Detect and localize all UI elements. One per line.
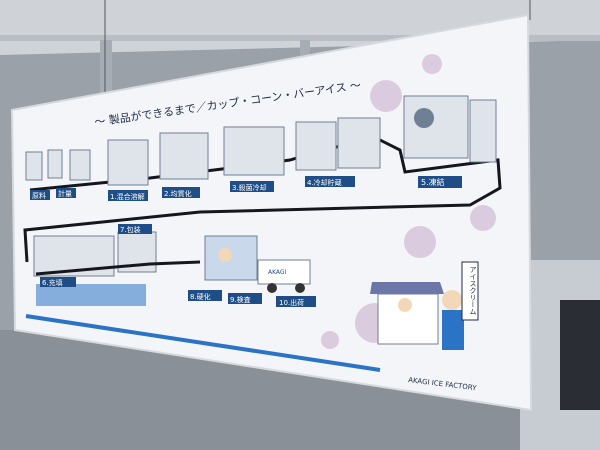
label-s6-text: 6.充填 <box>42 278 63 287</box>
label-s5-text: 5.凍結 <box>421 177 445 187</box>
label-s9 <box>228 293 262 304</box>
label-s10-text: 10.出荷 <box>279 298 304 307</box>
truck-logo: AKAGI <box>268 269 287 276</box>
sakura-decorations <box>321 54 496 349</box>
label-s8 <box>188 290 222 301</box>
label-s9-text: 9.検査 <box>230 295 251 304</box>
label-s7-text: 7.包装 <box>120 225 141 234</box>
label-s1-text: 1.混合溶解 <box>110 192 145 201</box>
label-s5 <box>418 176 462 188</box>
label-weigh <box>56 188 76 198</box>
top-row-machines <box>25 95 497 186</box>
label-weigh-text: 計量 <box>58 189 72 198</box>
bottom-row-labels: 6.充填 7.包装 8.硬化 9.検査 10.出荷 <box>40 224 316 307</box>
label-s1 <box>108 190 148 201</box>
shop-illustration: アイスクリーム <box>370 261 479 350</box>
label-s3-text: 3.殺菌冷却 <box>232 183 267 192</box>
label-s2 <box>162 187 200 198</box>
label-s8-text: 8.硬化 <box>190 292 211 301</box>
label-raw-text: 原料 <box>32 191 46 200</box>
bottom-pipe <box>35 260 201 276</box>
top-row-labels: 原料 計量 1.混合溶解 2.均質化 3.殺菌冷却 4.冷却貯蔵 5.凍結 <box>30 176 462 201</box>
label-raw <box>30 190 50 200</box>
label-s6 <box>40 277 76 287</box>
label-s3 <box>230 181 274 192</box>
bottom-stripe <box>25 314 381 372</box>
label-s10 <box>276 296 316 307</box>
label-s4 <box>305 176 355 187</box>
label-s4-text: 4.冷却貯蔵 <box>307 178 342 187</box>
label-s7 <box>118 224 152 234</box>
label-s2-text: 2.均質化 <box>164 189 192 198</box>
ice-cream-sign: アイスクリーム <box>469 266 477 315</box>
